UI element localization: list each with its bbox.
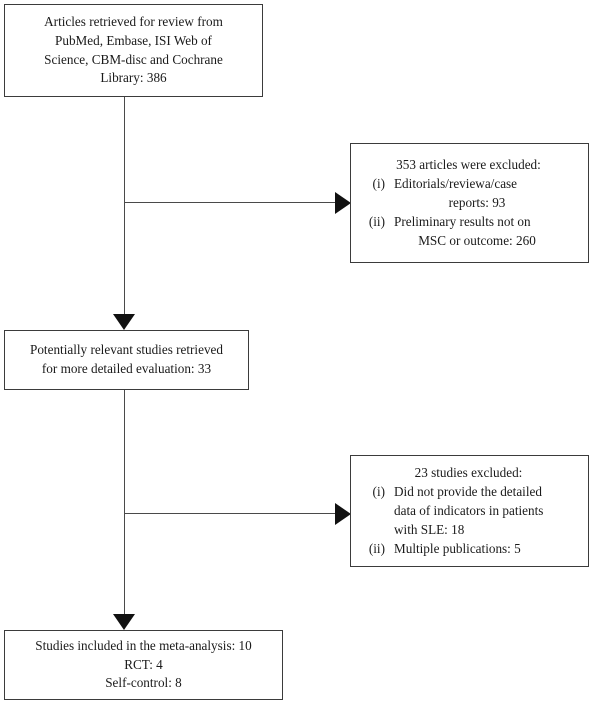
arrowhead-down-to-relevant — [113, 314, 135, 330]
list-item-text: Editorials/reviewa/case reports: 93 — [394, 175, 580, 212]
excluded-2-reason-list: (i) Did not provide the detailed data of… — [357, 483, 580, 558]
list-item-text: Preliminary results not on MSC or outcom… — [394, 213, 580, 250]
list-item: (i) Did not provide the detailed data of… — [357, 483, 580, 539]
list-item-line: MSC or outcome: 260 — [418, 232, 536, 248]
list-marker: (ii) — [368, 540, 385, 556]
connector-relevant-to-included — [123, 390, 126, 614]
list-item-line: with SLE: 18 — [394, 521, 465, 537]
list-marker: (ii) — [368, 213, 385, 229]
node-line: Self-control: 8 — [105, 675, 182, 691]
list-item: (i) Editorials/reviewa/case reports: 93 — [357, 175, 580, 212]
node-articles-retrieved: Articles retrieved for review from PubMe… — [4, 4, 263, 97]
excluded-2-heading: 23 studies excluded: — [414, 464, 523, 480]
node-line: for more detailed evaluation: 33 — [41, 361, 212, 376]
node-studies-included: Studies included in the meta-analysis: 1… — [4, 630, 283, 700]
arrowhead-right-to-excluded-1 — [335, 192, 351, 214]
list-item-text: Did not provide the detailed data of ind… — [394, 483, 580, 539]
list-item-text: Multiple publications: 5 — [394, 540, 580, 559]
node-line: Articles retrieved for review from — [44, 14, 223, 30]
node-excluded-second-stage: 23 studies excluded: (i) Did not provide… — [350, 455, 589, 567]
connector-to-excluded-1 — [123, 201, 337, 204]
list-marker: (i) — [372, 484, 385, 500]
node-line: Library: 386 — [100, 70, 167, 86]
list-item: (ii) Multiple publications: 5 — [357, 540, 580, 559]
node-excluded-first-stage: 353 articles were excluded: (i) Editoria… — [350, 143, 589, 263]
list-item-line: Multiple publications: 5 — [394, 540, 521, 556]
list-item-line: data of indicators in patients — [394, 503, 544, 519]
node-line: Studies included in the meta-analysis: 1… — [35, 637, 252, 653]
node-line: RCT: 4 — [124, 656, 163, 672]
excluded-1-reason-list: (i) Editorials/reviewa/case reports: 93 … — [357, 175, 580, 250]
connector-retrieved-to-relevant — [123, 97, 126, 314]
list-item-line: Editorials/reviewa/case — [394, 176, 518, 192]
node-line: PubMed, Embase, ISI Web of — [55, 32, 212, 48]
list-marker: (i) — [372, 176, 385, 192]
list-item-line: Did not provide the detailed — [394, 484, 542, 500]
connector-to-excluded-2 — [123, 512, 337, 515]
arrowhead-right-to-excluded-2 — [335, 503, 351, 525]
list-item-line: Preliminary results not on — [394, 213, 531, 229]
node-line: Science, CBM-disc and Cochrane — [44, 51, 223, 67]
arrowhead-down-to-included — [113, 614, 135, 630]
excluded-1-heading: 353 articles were excluded: — [396, 156, 541, 172]
list-item-line: reports: 93 — [448, 195, 506, 211]
node-line: Potentially relevant studies retrieved — [30, 342, 223, 358]
node-potentially-relevant: Potentially relevant studies retrieved f… — [4, 330, 249, 390]
list-item: (ii) Preliminary results not on MSC or o… — [357, 213, 580, 250]
